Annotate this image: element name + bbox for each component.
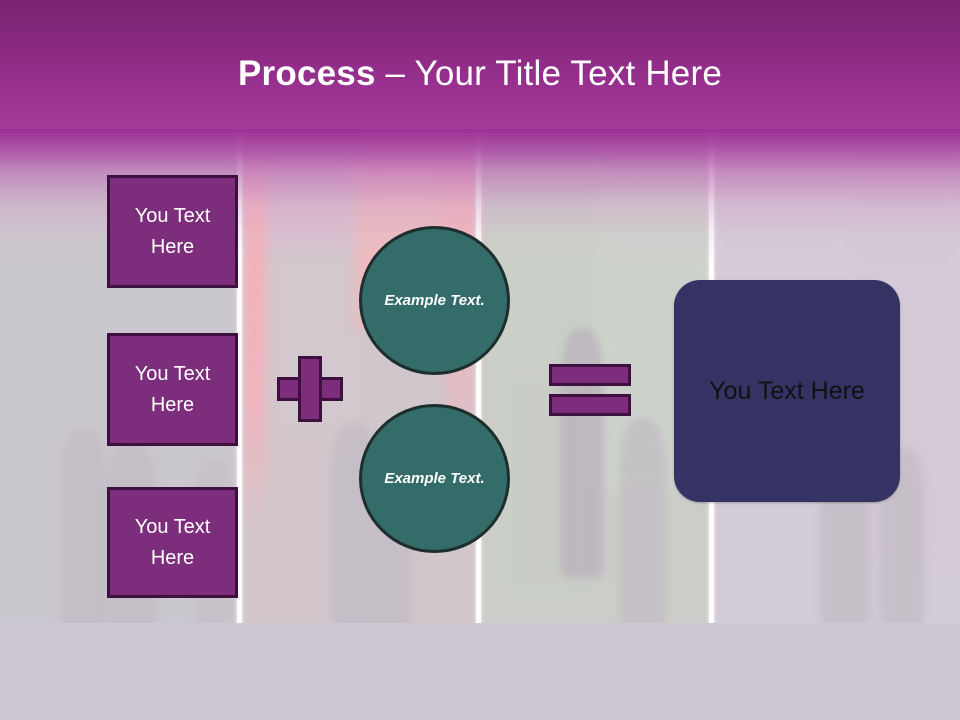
- equals-bottom-bar: [549, 394, 631, 416]
- input-box-2-label: You Text Here: [134, 362, 211, 416]
- input-box-1-label: You Text Here: [134, 204, 211, 258]
- page-title: Process – Your Title Text Here: [0, 52, 960, 96]
- equals-top-bar: [549, 364, 631, 386]
- example-circle-1[interactable]: Example Text.: [359, 226, 510, 375]
- photo-white-pole: [237, 128, 242, 623]
- result-box-label: You Text Here: [709, 376, 865, 405]
- example-circle-1-label: Example Text.: [384, 291, 485, 309]
- title-banner: Process – Your Title Text Here: [0, 0, 960, 129]
- slide-footer-area: [0, 623, 960, 720]
- input-box-3-label: You Text Here: [134, 515, 211, 569]
- result-box[interactable]: You Text Here: [674, 280, 900, 502]
- equals-icon: [549, 364, 631, 416]
- input-box-3[interactable]: You Text Here: [107, 487, 238, 598]
- input-box-1[interactable]: You Text Here: [107, 175, 238, 288]
- photo-white-pole: [476, 128, 481, 623]
- input-box-2[interactable]: You Text Here: [107, 333, 238, 446]
- example-circle-2[interactable]: Example Text.: [359, 404, 510, 553]
- person-silhouette: [620, 418, 666, 623]
- example-circle-2-label: Example Text.: [384, 469, 485, 487]
- page-title-strong: Process: [238, 54, 376, 93]
- page-title-rest: – Your Title Text Here: [375, 54, 722, 93]
- person-silhouette: [60, 428, 106, 623]
- plus-icon: [277, 356, 343, 422]
- plus-center-fill: [301, 380, 319, 398]
